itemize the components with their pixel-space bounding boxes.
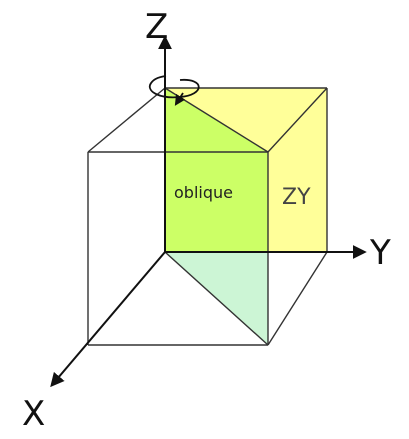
plane-label-oblique: oblique xyxy=(174,183,233,202)
axis-label-z: Z xyxy=(145,7,168,47)
oblique-plane xyxy=(165,88,268,252)
rotation-arrow-icon xyxy=(148,75,200,99)
plane-label-zy: ZY xyxy=(282,185,311,210)
axis-label-x: X xyxy=(22,394,45,434)
rotation-arrow-tip-icon xyxy=(174,92,186,106)
x-axis xyxy=(50,251,166,388)
axis-label-y: Y xyxy=(369,233,391,273)
